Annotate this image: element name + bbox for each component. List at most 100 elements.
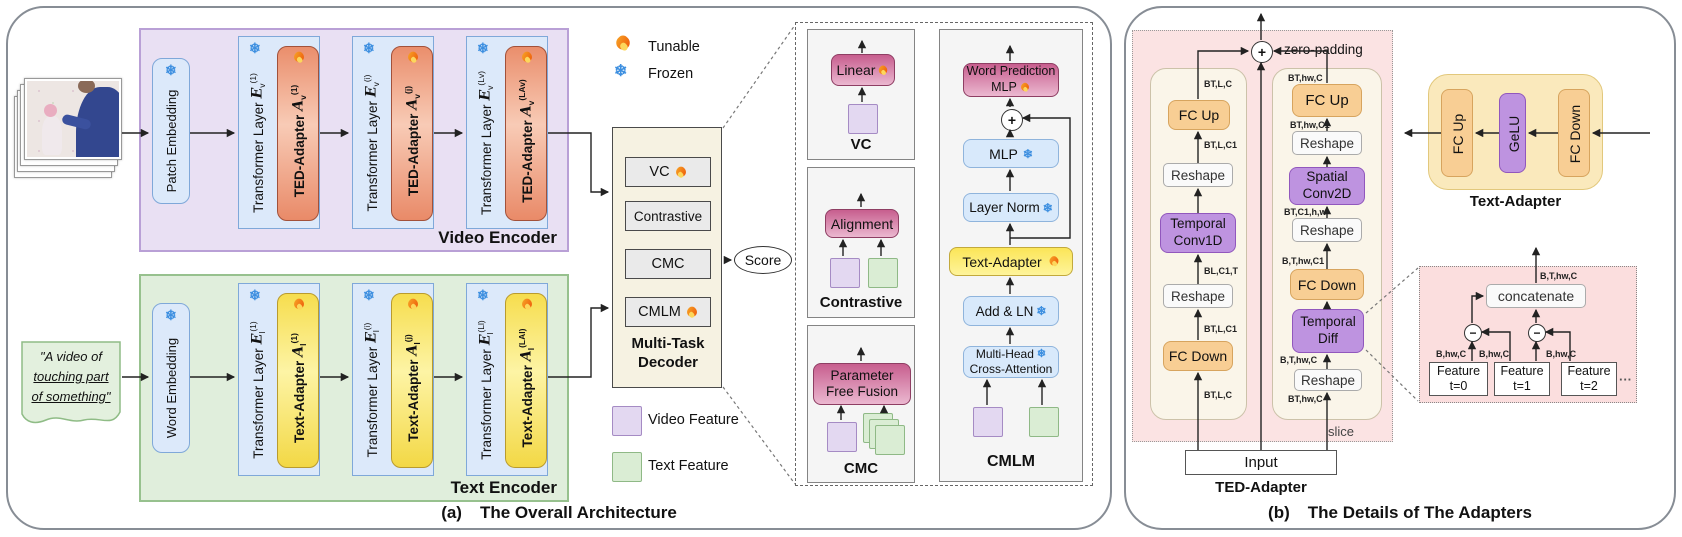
text-query: "A video of touching part of something" [20,347,122,407]
word-embedding-label: Word Embedding [163,337,179,439]
adapter-symbol: Al(1) [289,333,309,357]
fc-down-block: FC Down [1558,89,1590,177]
mlp-block: MLP❄ [963,139,1059,168]
caption-a: (a)The Overall Architecture [441,503,677,522]
add-ln-block: Add & LN❄ [963,296,1059,326]
snowflake-icon: ❄ [1022,146,1033,161]
flame-icon [878,64,888,77]
text-transformer-layer-1: ❄ Transformer Layer El(1) Text-Adapter A… [238,283,320,476]
reshape-block: Reshape [1292,218,1362,242]
flame-icon [615,33,631,53]
dim-label: B,T,hw,C [1540,271,1578,281]
snowflake-icon: ❄ [165,62,177,78]
dim-label: BL,C1,T [1204,266,1239,276]
dim-label: BT,C1,h,w [1284,207,1327,217]
video-transformer-layer-2: ❄ Transformer Layer Ev(i) TED-Adapter Av… [352,36,434,229]
multi-head-cross-attention-block: Multi-Head❄ Cross-Attention [963,346,1059,378]
legend-frozen-label: Frozen [648,66,694,82]
video-feature-swatch [612,406,642,436]
snowflake-icon: ❄ [249,40,261,56]
dim-label: B,hw,C [1436,349,1467,359]
dim-label: BT,L,C [1204,390,1232,400]
video-feature-square [848,104,878,134]
video-frames [14,78,126,180]
flame-icon [675,165,687,180]
transformer-layer-label: Transformer Layer [364,346,380,458]
add-circle-icon: + [1001,109,1023,131]
flame-icon [293,297,305,312]
query-line-1: "A video of [40,349,102,364]
encoder-symbol: El(1) [248,321,268,345]
dim-label: B,hw,C [1479,349,1510,359]
flame-icon [293,50,305,65]
slice-label: slice [1328,424,1355,439]
snowflake-icon: ❄ [165,307,177,323]
text-feature-square [868,258,898,288]
task-vc: VC [625,157,711,187]
text-feature-square [1029,407,1059,437]
snowflake-icon: ❄ [477,40,489,56]
adapter-symbol: Av(1) [289,84,309,111]
word-embedding-block: ❄ Word Embedding [152,303,190,453]
vc-detail-panel: Linear VC [807,29,915,160]
dim-label: B,T,hw,C1 [1282,256,1325,266]
reshape-block: Reshape [1294,369,1362,391]
transformer-layer-label: Transformer Layer [250,102,266,213]
dim-label: BT,L,C1 [1204,140,1238,150]
query-line-3: of something" [31,389,111,405]
reshape-block: Reshape [1163,284,1233,308]
concatenate-block: concatenate [1486,284,1586,308]
legend-tunable-label: Tunable [648,39,700,55]
legend-video-feature: Video Feature [648,412,739,428]
video-frame-image [27,81,119,157]
adapter-label: TED-Adapter [291,114,307,198]
dim-label: BT,hw,C [1288,394,1323,404]
fc-down-block: FC Down [1290,269,1364,300]
fc-down-block: FC Down [1163,341,1233,371]
caption-b: (b)The Details of The Adapters [1268,503,1532,522]
task-cmc: CMC [625,249,711,279]
encoder-symbol: Ev(i) [362,74,382,97]
flame-icon [407,50,419,65]
text-adapter-block: Text-Adapter Al(j) [391,293,433,468]
alignment-block: Alignment [825,209,899,238]
snowflake-icon: ❄ [477,287,489,303]
snowflake-icon: ❄ [1036,304,1047,318]
encoder-symbol: El(i) [362,322,382,343]
adapter-symbol: Av(LAv) [517,79,537,117]
encoder-symbol: Ev(Lv) [476,70,496,101]
minus-circle-icon: − [1528,324,1546,342]
contrastive-detail-panel: Alignment Contrastive [807,167,915,318]
text-adapter-block: Text-Adapter Al(1) [277,293,319,468]
text-feature-swatch [612,452,642,482]
dim-label: B,T,hw,C [1280,355,1318,365]
dim-label: B,hw,C [1546,349,1577,359]
encoder-symbol: El(Ll) [476,320,496,346]
layer-norm-block: Layer Norm❄ [963,193,1059,222]
snowflake-icon: ❄ [1036,348,1047,360]
task-contrastive: Contrastive [625,201,711,231]
text-adapter-block: Text-Adapter Al(LAl) [505,293,547,468]
adapter-symbol: Al(LAl) [517,328,537,362]
dim-label: BT,hw,C1 [1290,120,1330,130]
video-transformer-layer-3: ❄ Transformer Layer Ev(Lv) TED-Adapter A… [466,36,548,229]
transformer-layer-label: Transformer Layer [364,100,380,212]
flame-icon [521,297,533,312]
patch-embedding-block: ❄ Patch Embedding [152,58,190,204]
transformer-layer-label: Transformer Layer [478,104,494,216]
word-prediction-mlp-block: Word Prediction MLP [963,63,1059,97]
ted-adapter-block: TED-Adapter Av(j) [391,46,433,221]
dim-label: BT,L,C1 [1204,324,1238,334]
query-line-2: touching part [33,369,109,385]
vc-title: VC [850,136,872,153]
adapter-symbol: Av(j) [403,85,423,110]
transformer-layer-label: Transformer Layer [250,348,266,459]
text-feature-square [875,425,905,455]
adapter-label: TED-Adapter [519,120,535,203]
